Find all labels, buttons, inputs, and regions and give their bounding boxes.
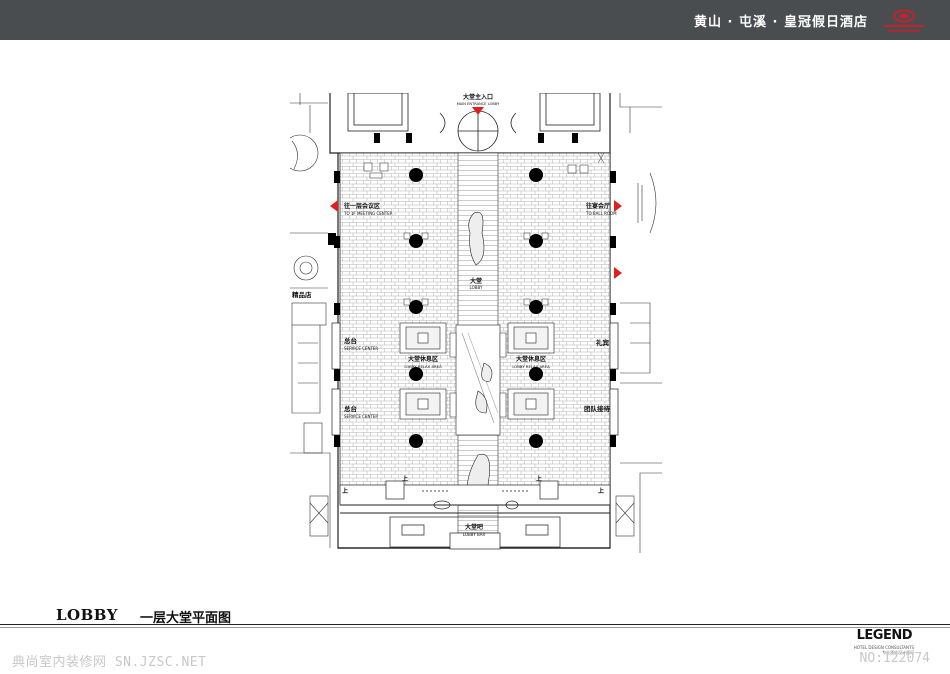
legend-subtitle: HOTEL DESIGN CONSULTANTS: [853, 645, 914, 650]
column: [409, 434, 423, 448]
column: [409, 234, 423, 248]
boutique-label: 精品店: [292, 290, 312, 299]
watermark-number: NO:122074: [859, 651, 930, 666]
sculpture-rails: [449, 332, 507, 418]
relax-area-left-label: 大堂休息区: [408, 355, 438, 363]
header-bar: 黄山 · 屯溪 · 皇冠假日酒店: [0, 0, 950, 40]
service-center-label: 总台: [344, 404, 358, 413]
concierge-label: 礼宾: [596, 338, 610, 347]
main-entrance-label: 大堂主入口: [463, 93, 493, 101]
page-title: 黄山 · 屯溪 · 皇冠假日酒店: [694, 15, 868, 30]
wall-piers: [328, 133, 616, 447]
columns: [409, 168, 543, 448]
lobby-bar-zone: [339, 480, 611, 550]
service-center-label: 总台: [344, 336, 358, 345]
to-meeting-label-en: TO 1F MEETING CENTER: [343, 211, 393, 216]
column: [529, 300, 543, 314]
column: [409, 300, 423, 314]
to-meeting-arrow-icon: [330, 200, 338, 212]
group-reception-label: 团队接待: [584, 404, 611, 413]
caption-chinese: 一层大堂平面图: [140, 611, 232, 626]
side-exit-arrow-icon: [614, 267, 622, 279]
relax-area-right-label-en: LOBBY RELAX AREA: [512, 364, 550, 369]
column: [409, 168, 423, 182]
lobby-bar-label-en: LOBBY BAR: [463, 532, 486, 537]
up-marker: 上: [536, 475, 542, 483]
to-ballroom-arrow-icon: [614, 200, 622, 212]
right-exterior: [615, 93, 662, 553]
up-marker: 上: [342, 487, 348, 495]
entrance-vestibules: [347, 93, 601, 152]
watermark-site: 典尚室内装修网 SN.JZSC.NET: [12, 655, 207, 670]
lobby-bar-label: 大堂吧: [465, 523, 483, 531]
to-ballroom-label: 往宴会厅: [586, 202, 610, 210]
lobby-label-en: LOBBY: [470, 285, 484, 290]
column: [529, 434, 543, 448]
crowne-plaza-logo-icon: [884, 9, 924, 32]
relax-area-left-label-en: LOBBY RELAX AREA: [404, 364, 442, 369]
legend-logo: LEGEND: [856, 628, 913, 643]
column: [529, 367, 543, 381]
main-entrance-arrow-icon: [472, 107, 484, 115]
to-ballroom-label-en: TO BALL ROOM: [585, 211, 617, 216]
left-exterior: [290, 93, 331, 548]
service-center-label-en: SERVICE CENTER: [344, 414, 378, 419]
footer-divider-thin: [0, 627, 950, 628]
relax-area-left-furniture: [399, 322, 447, 420]
main-entrance-label-en: MAIN ENTRANCE LOBBY: [457, 102, 500, 106]
relax-area-right-furniture: [507, 322, 555, 420]
caption-english: LOBBY: [56, 606, 118, 624]
up-marker: 上: [402, 475, 408, 483]
relax-area-right-label: 大堂休息区: [516, 355, 546, 363]
service-center-label-en: SERVICE CENTER: [344, 346, 378, 351]
column: [409, 367, 423, 381]
to-meeting-label: 往一层会议区: [344, 202, 380, 210]
lounge-chairs: [363, 152, 605, 306]
column: [529, 168, 543, 182]
legend-subtitle-cn: 专业酒店设计顾问: [882, 650, 914, 655]
floor-plan-drawing: 大堂主入口 MAIN ENTRANCE LOBBY: [290, 93, 662, 553]
up-marker: 上: [598, 487, 604, 495]
footer-divider: [0, 624, 950, 625]
service-counters: [331, 322, 619, 436]
column: [529, 234, 543, 248]
floor-plan: 大堂主入口 MAIN ENTRANCE LOBBY: [290, 93, 662, 553]
lobby-label: 大堂: [470, 277, 482, 285]
